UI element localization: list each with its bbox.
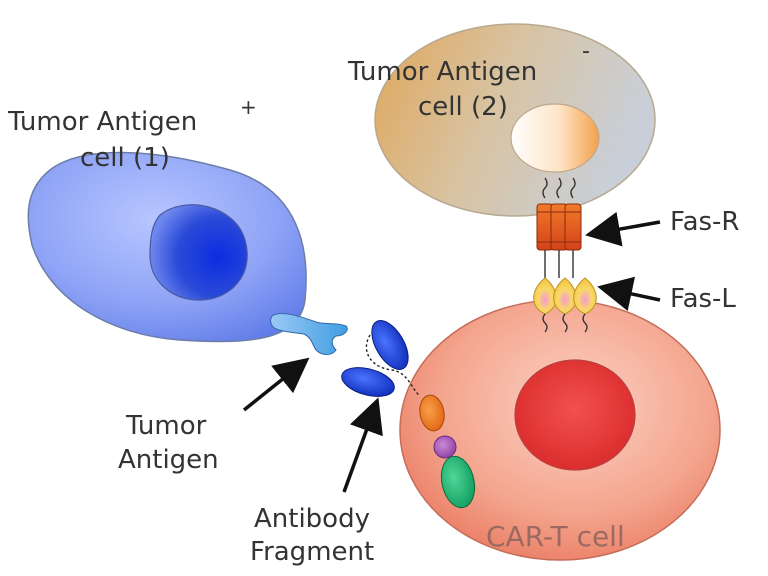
- tumor-antigen-arrow: [242, 357, 310, 412]
- fas-r-arrow: [585, 211, 661, 247]
- tumor-pos-nucleus: [149, 204, 248, 301]
- tumor-antigen-label-line1: Tumor: [125, 411, 207, 441]
- tumor-neg-title: Tumor Antigen: [347, 57, 537, 87]
- car-t-cell-label: CAR-T cell: [486, 520, 625, 553]
- arrows: [242, 211, 661, 493]
- tumor-neg-superscript: -: [582, 39, 590, 64]
- labels: Tumor Antigen + cell (1) Tumor Antigen -…: [7, 39, 740, 567]
- car-t-nucleus: [514, 359, 636, 471]
- fas-l-label: Fas-L: [670, 284, 736, 314]
- tumor-neg-nucleus: [510, 103, 600, 173]
- car-receptor-domains: [419, 394, 476, 509]
- tumor-antigen-negative-cell: [374, 23, 656, 217]
- tumor-pos-superscript: +: [240, 95, 257, 119]
- antibody-fragment: [341, 320, 421, 397]
- fas-l-arrow: [597, 276, 661, 311]
- tumor-neg-subtitle: cell (2): [418, 92, 508, 122]
- tumor-antigen-shape: [270, 313, 348, 355]
- tumor-antigen-positive-cell: [27, 151, 307, 343]
- fas-r-label: Fas-R: [670, 207, 740, 237]
- tumor-pos-subtitle: cell (1): [80, 143, 170, 173]
- antibody-fragment-arrow: [342, 397, 383, 493]
- fas-receptor: [536, 177, 582, 278]
- tumor-antigen-label-line2: Antigen: [118, 445, 219, 475]
- antibody-fragment-label-line2: Fragment: [250, 537, 374, 567]
- antibody-fragment-label-line1: Antibody: [254, 504, 370, 534]
- tumor-pos-title: Tumor Antigen: [7, 107, 197, 137]
- fas-ligand: [533, 277, 597, 333]
